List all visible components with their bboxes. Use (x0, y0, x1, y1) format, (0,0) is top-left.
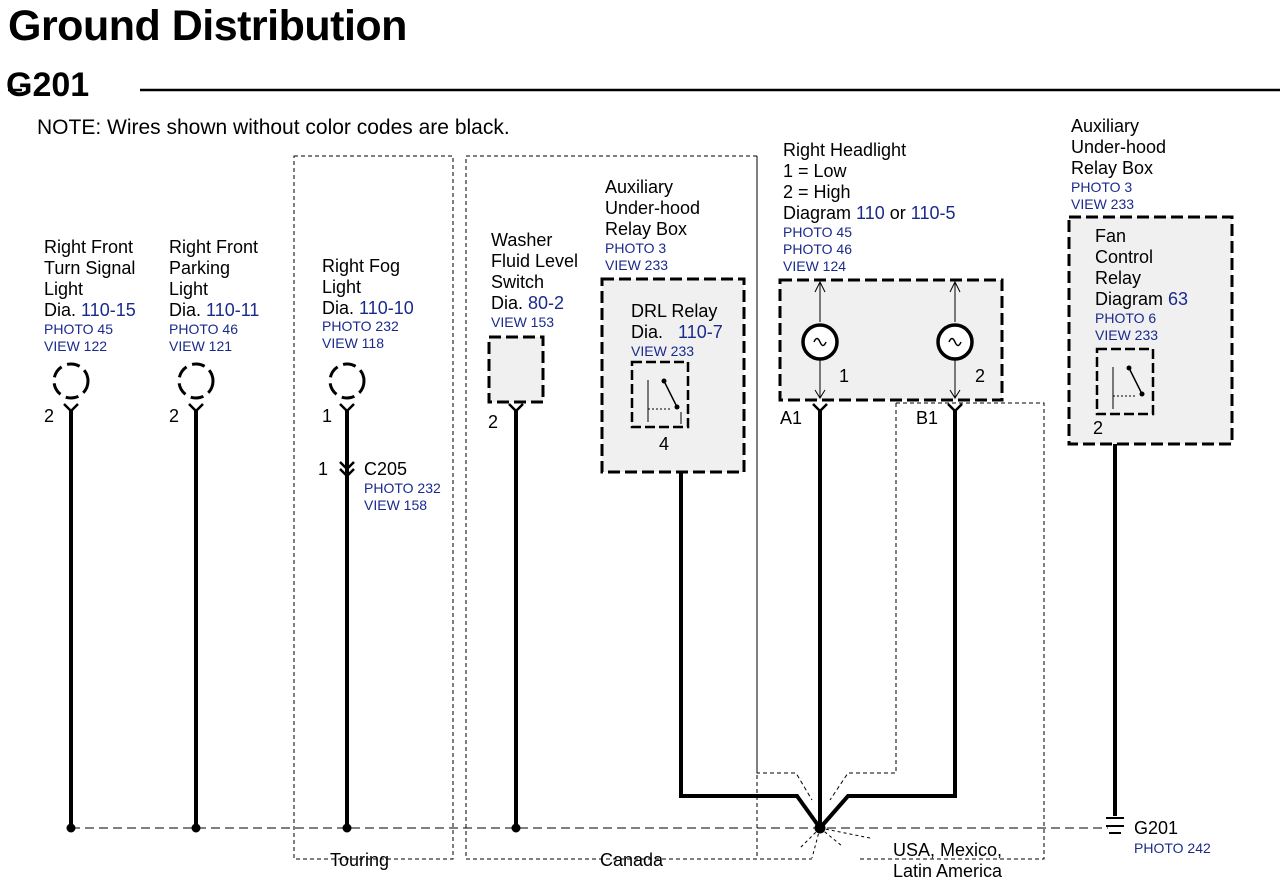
photo-link[interactable]: PHOTO 232 (322, 318, 399, 334)
view-link[interactable]: VIEW 122 (44, 338, 108, 354)
diagram-link[interactable]: 110-10 (359, 298, 414, 318)
touring-region (293, 155, 454, 860)
region-usa-label: USA, Mexico, Latin America (893, 840, 1003, 881)
view-link[interactable]: VIEW 233 (1095, 327, 1159, 343)
region-touring-label: Touring (330, 850, 390, 870)
pin-number: 2 (488, 412, 499, 432)
diagram-link[interactable]: 110-11 (206, 300, 260, 320)
bulb-number: 2 (975, 366, 986, 386)
aux-box-2-refs: PHOTO 3 VIEW 233 (1071, 179, 1134, 213)
connector-chevron (63, 403, 79, 413)
view-link[interactable]: VIEW 158 (364, 497, 428, 513)
fan-relay-symbol (1095, 347, 1155, 416)
photo-link[interactable]: PHOTO 232 (364, 480, 441, 496)
color-note: NOTE: Wires shown without color codes ar… (37, 116, 510, 139)
pin-number: 2 (169, 406, 180, 426)
wire-headlight-b1 (818, 410, 957, 830)
diagram-link[interactable]: 110-7 (678, 322, 723, 342)
headlight-refs: PHOTO 45 PHOTO 46 VIEW 124 (783, 224, 852, 275)
photo-link[interactable]: PHOTO 46 (783, 241, 852, 257)
c205-label: C205 (364, 459, 408, 479)
aux-box-2-label: Auxiliary Under-hood Relay Box (1071, 116, 1167, 178)
connector-chevron (508, 403, 524, 413)
filament-icon (813, 337, 827, 347)
photo-link[interactable]: PHOTO 3 (1071, 179, 1133, 195)
view-link[interactable]: VIEW 118 (322, 335, 384, 351)
diagram-link[interactable]: 63 (1168, 289, 1189, 309)
fog-refs: PHOTO 232 VIEW 118 (322, 318, 399, 352)
photo-link[interactable]: PHOTO 45 (783, 224, 852, 240)
drl-relay-label: DRL Relay Dia. 110-7 (631, 301, 723, 342)
fog-label: Right Fog Light Dia. 110-10 (322, 256, 414, 318)
ground-symbol (1106, 817, 1124, 834)
diagram-link[interactable]: 110-5 (910, 203, 956, 223)
view-link[interactable]: VIEW 233 (1071, 196, 1135, 212)
connector-chevron (812, 403, 828, 413)
diagram-link[interactable]: 80-2 (528, 293, 565, 313)
pin-label-a1: A1 (780, 408, 803, 428)
c205-chevron-bottom (339, 468, 355, 478)
splice-dash (819, 827, 843, 847)
headlight-label: Right Headlight 1 = Low 2 = High Diagram… (783, 140, 956, 223)
junction-dot (511, 823, 521, 833)
fan-relay-label: Fan Control Relay Diagram 63 (1095, 226, 1189, 309)
pin-label-b1: B1 (916, 408, 939, 428)
view-link[interactable]: VIEW 121 (169, 338, 233, 354)
parking-label: Right Front Parking Light Dia. 110-11 (169, 237, 260, 320)
section-heading: G201 (6, 66, 90, 104)
splice-dash (799, 827, 821, 849)
turn-signal-label: Right Front Turn Signal Light Dia. 110-1… (44, 237, 136, 320)
aux-box-1-label: Auxiliary Under-hood Relay Box (605, 177, 701, 239)
diagram-link[interactable]: 110 (856, 203, 885, 223)
photo-link[interactable]: PHOTO 242 (1134, 840, 1211, 856)
connector-chevron (339, 403, 355, 413)
region-canada-label: Canada (600, 850, 664, 870)
filament-icon (948, 337, 962, 347)
c205-chevron-top (339, 461, 355, 471)
turn-signal-refs: PHOTO 45 VIEW 122 (44, 321, 113, 355)
wire-drl (679, 430, 822, 830)
photo-link[interactable]: PHOTO 6 (1095, 310, 1157, 326)
view-link[interactable]: VIEW 124 (783, 258, 847, 274)
view-link[interactable]: VIEW 233 (631, 343, 695, 359)
pin-number: 4 (659, 434, 670, 454)
parking-refs: PHOTO 46 VIEW 121 (169, 321, 238, 355)
aux-relay-box-1 (600, 277, 746, 474)
aux-box-1-refs: PHOTO 3 VIEW 233 (605, 240, 668, 274)
photo-link[interactable]: PHOTO 45 (44, 321, 113, 337)
ground-label: G201 (1134, 818, 1179, 838)
pin-number: 2 (44, 406, 55, 426)
junction-dot (191, 823, 201, 833)
junction-dot (342, 823, 352, 833)
turn-signal-light-symbol (52, 362, 90, 400)
fan-relay-refs: PHOTO 6 VIEW 233 (1095, 310, 1158, 344)
pin-number: 2 (1093, 418, 1104, 438)
connector-chevron (188, 403, 204, 413)
usa-region-connector (829, 403, 897, 801)
c205-pin: 1 (318, 459, 329, 479)
diagram-link[interactable]: 110-15 (81, 300, 136, 320)
fog-light-symbol (328, 362, 366, 400)
junction-dot (66, 823, 76, 833)
washer-switch-symbol (487, 335, 545, 404)
usa-region-outline (860, 402, 1045, 860)
photo-link[interactable]: PHOTO 3 (605, 240, 667, 256)
parking-light-symbol (177, 362, 215, 400)
drl-relay-symbol (630, 360, 690, 429)
view-link[interactable]: VIEW 233 (605, 257, 669, 273)
pin-number: 1 (322, 406, 333, 426)
washer-label: Washer Fluid Level Switch Dia. 80-2 (491, 230, 579, 313)
photo-link[interactable]: PHOTO 46 (169, 321, 238, 337)
view-link[interactable]: VIEW 153 (491, 314, 555, 330)
canada-region-connector (756, 156, 813, 801)
c205-refs: PHOTO 232 VIEW 158 (364, 480, 441, 514)
splice-dash (819, 827, 871, 839)
page-title: Ground Distribution (8, 2, 407, 50)
bulb-number: 1 (839, 366, 850, 386)
connector-chevron (947, 403, 963, 413)
splice-dash (811, 827, 821, 859)
